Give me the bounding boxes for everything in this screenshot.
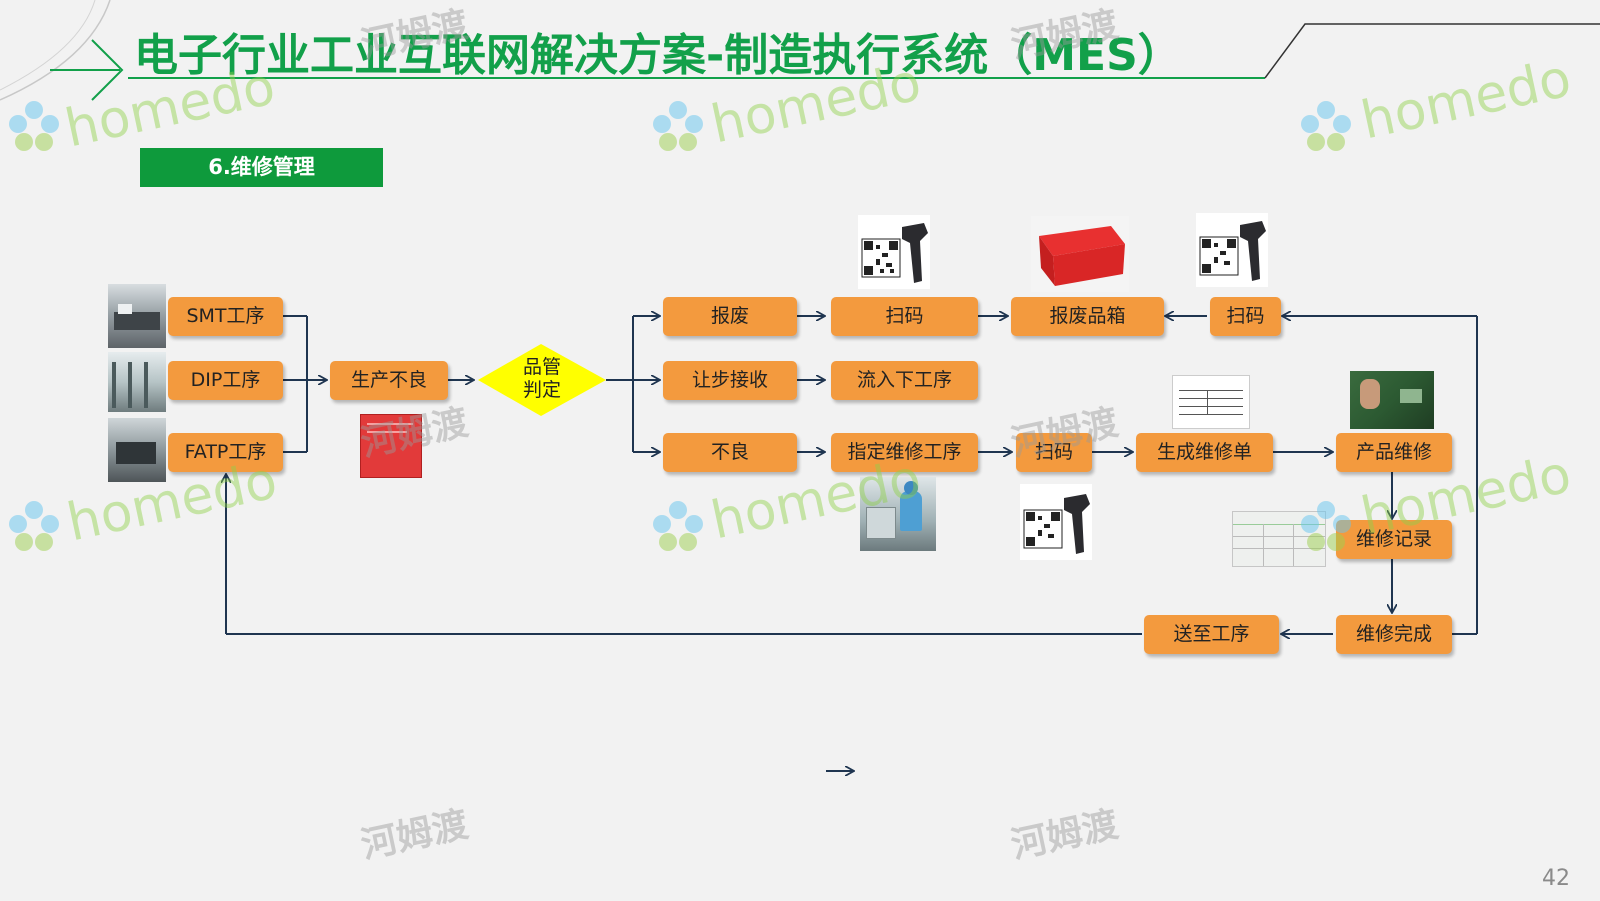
decision-line-1: 品管	[522, 356, 561, 378]
scan-node-2: 扫码	[1210, 297, 1281, 336]
repair-record-node: 维修记录	[1336, 520, 1452, 559]
scrap-crate-image	[1031, 216, 1129, 292]
smt-photo	[108, 284, 166, 348]
defect-node: 生产不良	[330, 361, 448, 400]
bad-node: 不良	[663, 433, 797, 472]
repair-station-photo	[860, 477, 936, 551]
barcode-scanner-image-3	[1020, 484, 1092, 560]
scan-node-1: 扫码	[831, 297, 978, 336]
decision-line-2: 判定	[522, 379, 561, 401]
create-order-node: 生成维修单	[1136, 433, 1273, 472]
barcode-scanner-image-2	[1196, 213, 1268, 287]
next-process-node: 流入下工序	[831, 361, 978, 400]
assign-repair-node: 指定维修工序	[831, 433, 978, 472]
dip-photo	[108, 352, 166, 412]
decision-diamond	[478, 344, 606, 416]
pcb-repair-photo	[1350, 371, 1434, 429]
repair-order-document	[1172, 375, 1250, 429]
fatp-process: FATP工序	[168, 433, 283, 472]
barcode-scanner-image-1	[858, 215, 930, 289]
fatp-photo	[108, 418, 166, 482]
repair-done-node: 维修完成	[1336, 615, 1452, 654]
scan-node-3: 扫码	[1016, 433, 1092, 472]
page-number: 42	[1542, 866, 1570, 891]
smt-process: SMT工序	[168, 297, 283, 336]
dip-process: DIP工序	[168, 361, 283, 400]
header-decoration	[0, 0, 1600, 101]
decision-text: 品管 判定	[506, 356, 578, 402]
repair-node: 产品维修	[1336, 433, 1452, 472]
repair-log-sheet	[1232, 511, 1326, 567]
scrap-node: 报废	[663, 297, 797, 336]
defect-tag-image	[360, 414, 422, 478]
send-back-node: 送至工序	[1144, 615, 1279, 654]
page-title: 电子行业工业互联网解决方案-制造执行系统（MES）	[134, 30, 1182, 81]
concession-node: 让步接收	[663, 361, 797, 400]
scrap-box-node: 报废品箱	[1011, 297, 1164, 336]
section-label: 6.维修管理	[140, 148, 383, 187]
